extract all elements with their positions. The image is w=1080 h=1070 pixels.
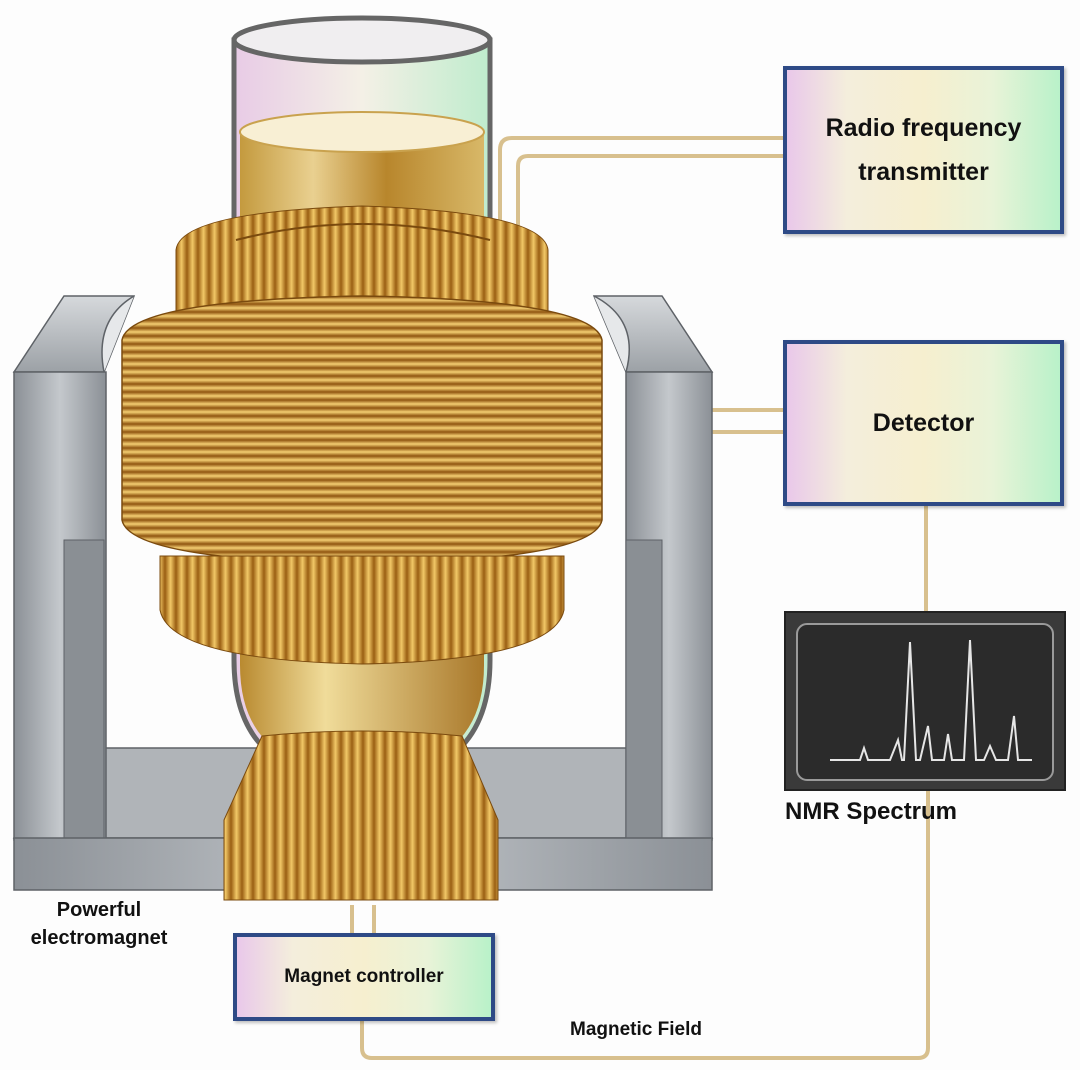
detector-box: Detector bbox=[783, 340, 1064, 506]
nmr-screen bbox=[784, 611, 1066, 791]
magnet-controller-box: Magnet controller bbox=[233, 933, 495, 1021]
coil bbox=[121, 205, 603, 901]
nmr-spectrum-label: NMR Spectrum bbox=[785, 798, 958, 825]
detector-label: Detector bbox=[872, 408, 975, 437]
rf-wire-1 bbox=[498, 136, 785, 240]
spectrum-trace bbox=[830, 639, 1032, 761]
wires bbox=[350, 136, 930, 1060]
magnetic-field-label: Magnetic Field bbox=[570, 1019, 702, 1040]
rf-transmitter-box: Radio frequency transmitter bbox=[783, 66, 1064, 234]
magnet-controller-label: Magnet controller bbox=[284, 966, 444, 987]
rf-wire-2 bbox=[516, 154, 785, 240]
field-wire bbox=[360, 790, 930, 1060]
electromagnet-label: Powerful electromagnet bbox=[30, 899, 168, 949]
rf-transmitter-label: Radio frequency transmitter bbox=[825, 114, 1022, 186]
